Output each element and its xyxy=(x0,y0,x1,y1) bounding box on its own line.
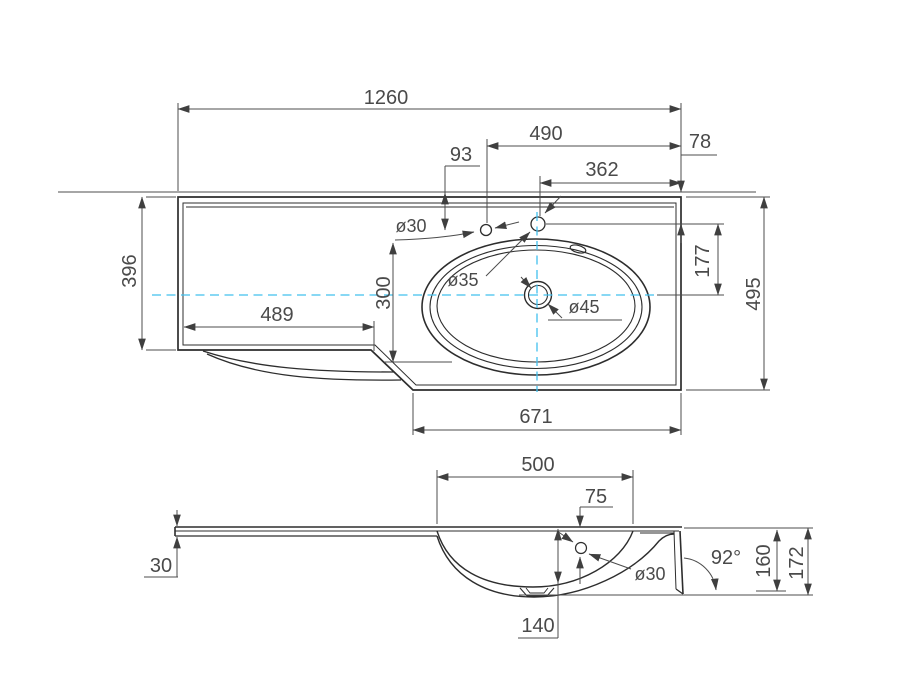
dim-label-500: 500 xyxy=(521,454,554,476)
dim-back-to-hole1: 93 xyxy=(441,144,480,231)
dim-hole2-from-right: 362 xyxy=(539,159,682,216)
dim-hole-to-front: 300 xyxy=(373,242,452,363)
dim-label-362: 362 xyxy=(585,159,618,181)
dim-apron-angle: 92° xyxy=(683,547,741,591)
overflow-hole xyxy=(569,244,587,254)
label-dia35: ø35 xyxy=(447,270,478,290)
dim-label-30: 30 xyxy=(150,555,172,577)
callout-faucet-hole2: ø35 xyxy=(447,195,562,290)
dim-label-75: 75 xyxy=(585,486,607,508)
dim-label-495: 495 xyxy=(743,277,765,310)
dim-overall-height: 172 xyxy=(786,527,812,596)
bowl-inner-profile xyxy=(436,530,634,588)
countertop-outline xyxy=(177,196,682,391)
dim-label-92deg: 92° xyxy=(711,547,741,569)
basin-inner-edge xyxy=(436,249,636,363)
front-elevation: 500 75 30 ø30 140 xyxy=(144,454,813,639)
callout-drain: ø45 xyxy=(520,276,622,321)
faucet-hole-1 xyxy=(479,223,493,237)
dim-faucet-offset: 75 xyxy=(576,486,613,584)
drain-fitting-inner xyxy=(525,587,549,594)
dim-apron-height: 160 xyxy=(753,529,786,592)
towel-rail-inner-curve xyxy=(206,353,402,381)
dim-bowl-depth: 140 xyxy=(518,528,562,639)
basin-middle-rim xyxy=(429,244,643,370)
dim-right-depth: 495 xyxy=(686,196,770,391)
basin-outer-rim xyxy=(421,238,651,376)
label-dia30-front: ø30 xyxy=(634,564,665,584)
faucet-hole-2 xyxy=(530,216,546,232)
apron-bottom-cap xyxy=(675,588,684,595)
dim-label-489: 489 xyxy=(260,304,293,326)
label-dia30-plan: ø30 xyxy=(395,216,426,236)
apron-inner-line xyxy=(673,530,677,590)
dim-label-140: 140 xyxy=(521,615,554,637)
dim-label-490: 490 xyxy=(529,123,562,145)
countertop-inner-edge xyxy=(182,202,677,386)
dim-label-177: 177 xyxy=(692,244,714,277)
dim-hole2-to-drain: 177 xyxy=(546,223,724,296)
dim-slab-thickness: 30 xyxy=(144,510,181,578)
dim-left-depth: 396 xyxy=(119,196,176,351)
callout-faucet-hole1: ø30 xyxy=(394,216,520,241)
label-dia45: ø45 xyxy=(568,297,599,317)
dim-label-78: 78 xyxy=(689,131,711,153)
towel-rail-outer-curve xyxy=(202,350,395,373)
dim-bowl-opening: 500 xyxy=(436,454,634,524)
dim-label-671: 671 xyxy=(519,406,552,428)
dim-shelf-width: 489 xyxy=(183,304,375,351)
drain-fitting-outer xyxy=(519,587,555,597)
dim-label-93: 93 xyxy=(450,144,472,166)
dim-basin-section-width: 671 xyxy=(412,393,682,435)
bowl-outer-profile xyxy=(436,533,675,598)
dim-label-396: 396 xyxy=(119,254,141,287)
apron-outer-line xyxy=(679,530,684,595)
dim-label-160: 160 xyxy=(753,544,775,577)
dim-label-300: 300 xyxy=(373,276,395,309)
dim-label-1260: 1260 xyxy=(364,87,409,109)
plan-view: 1260 490 78 93 362 xyxy=(58,87,770,435)
faucet-hole-front xyxy=(574,541,588,555)
dim-hole1-from-right: 490 xyxy=(486,123,682,223)
dim-label-172: 172 xyxy=(786,546,808,579)
